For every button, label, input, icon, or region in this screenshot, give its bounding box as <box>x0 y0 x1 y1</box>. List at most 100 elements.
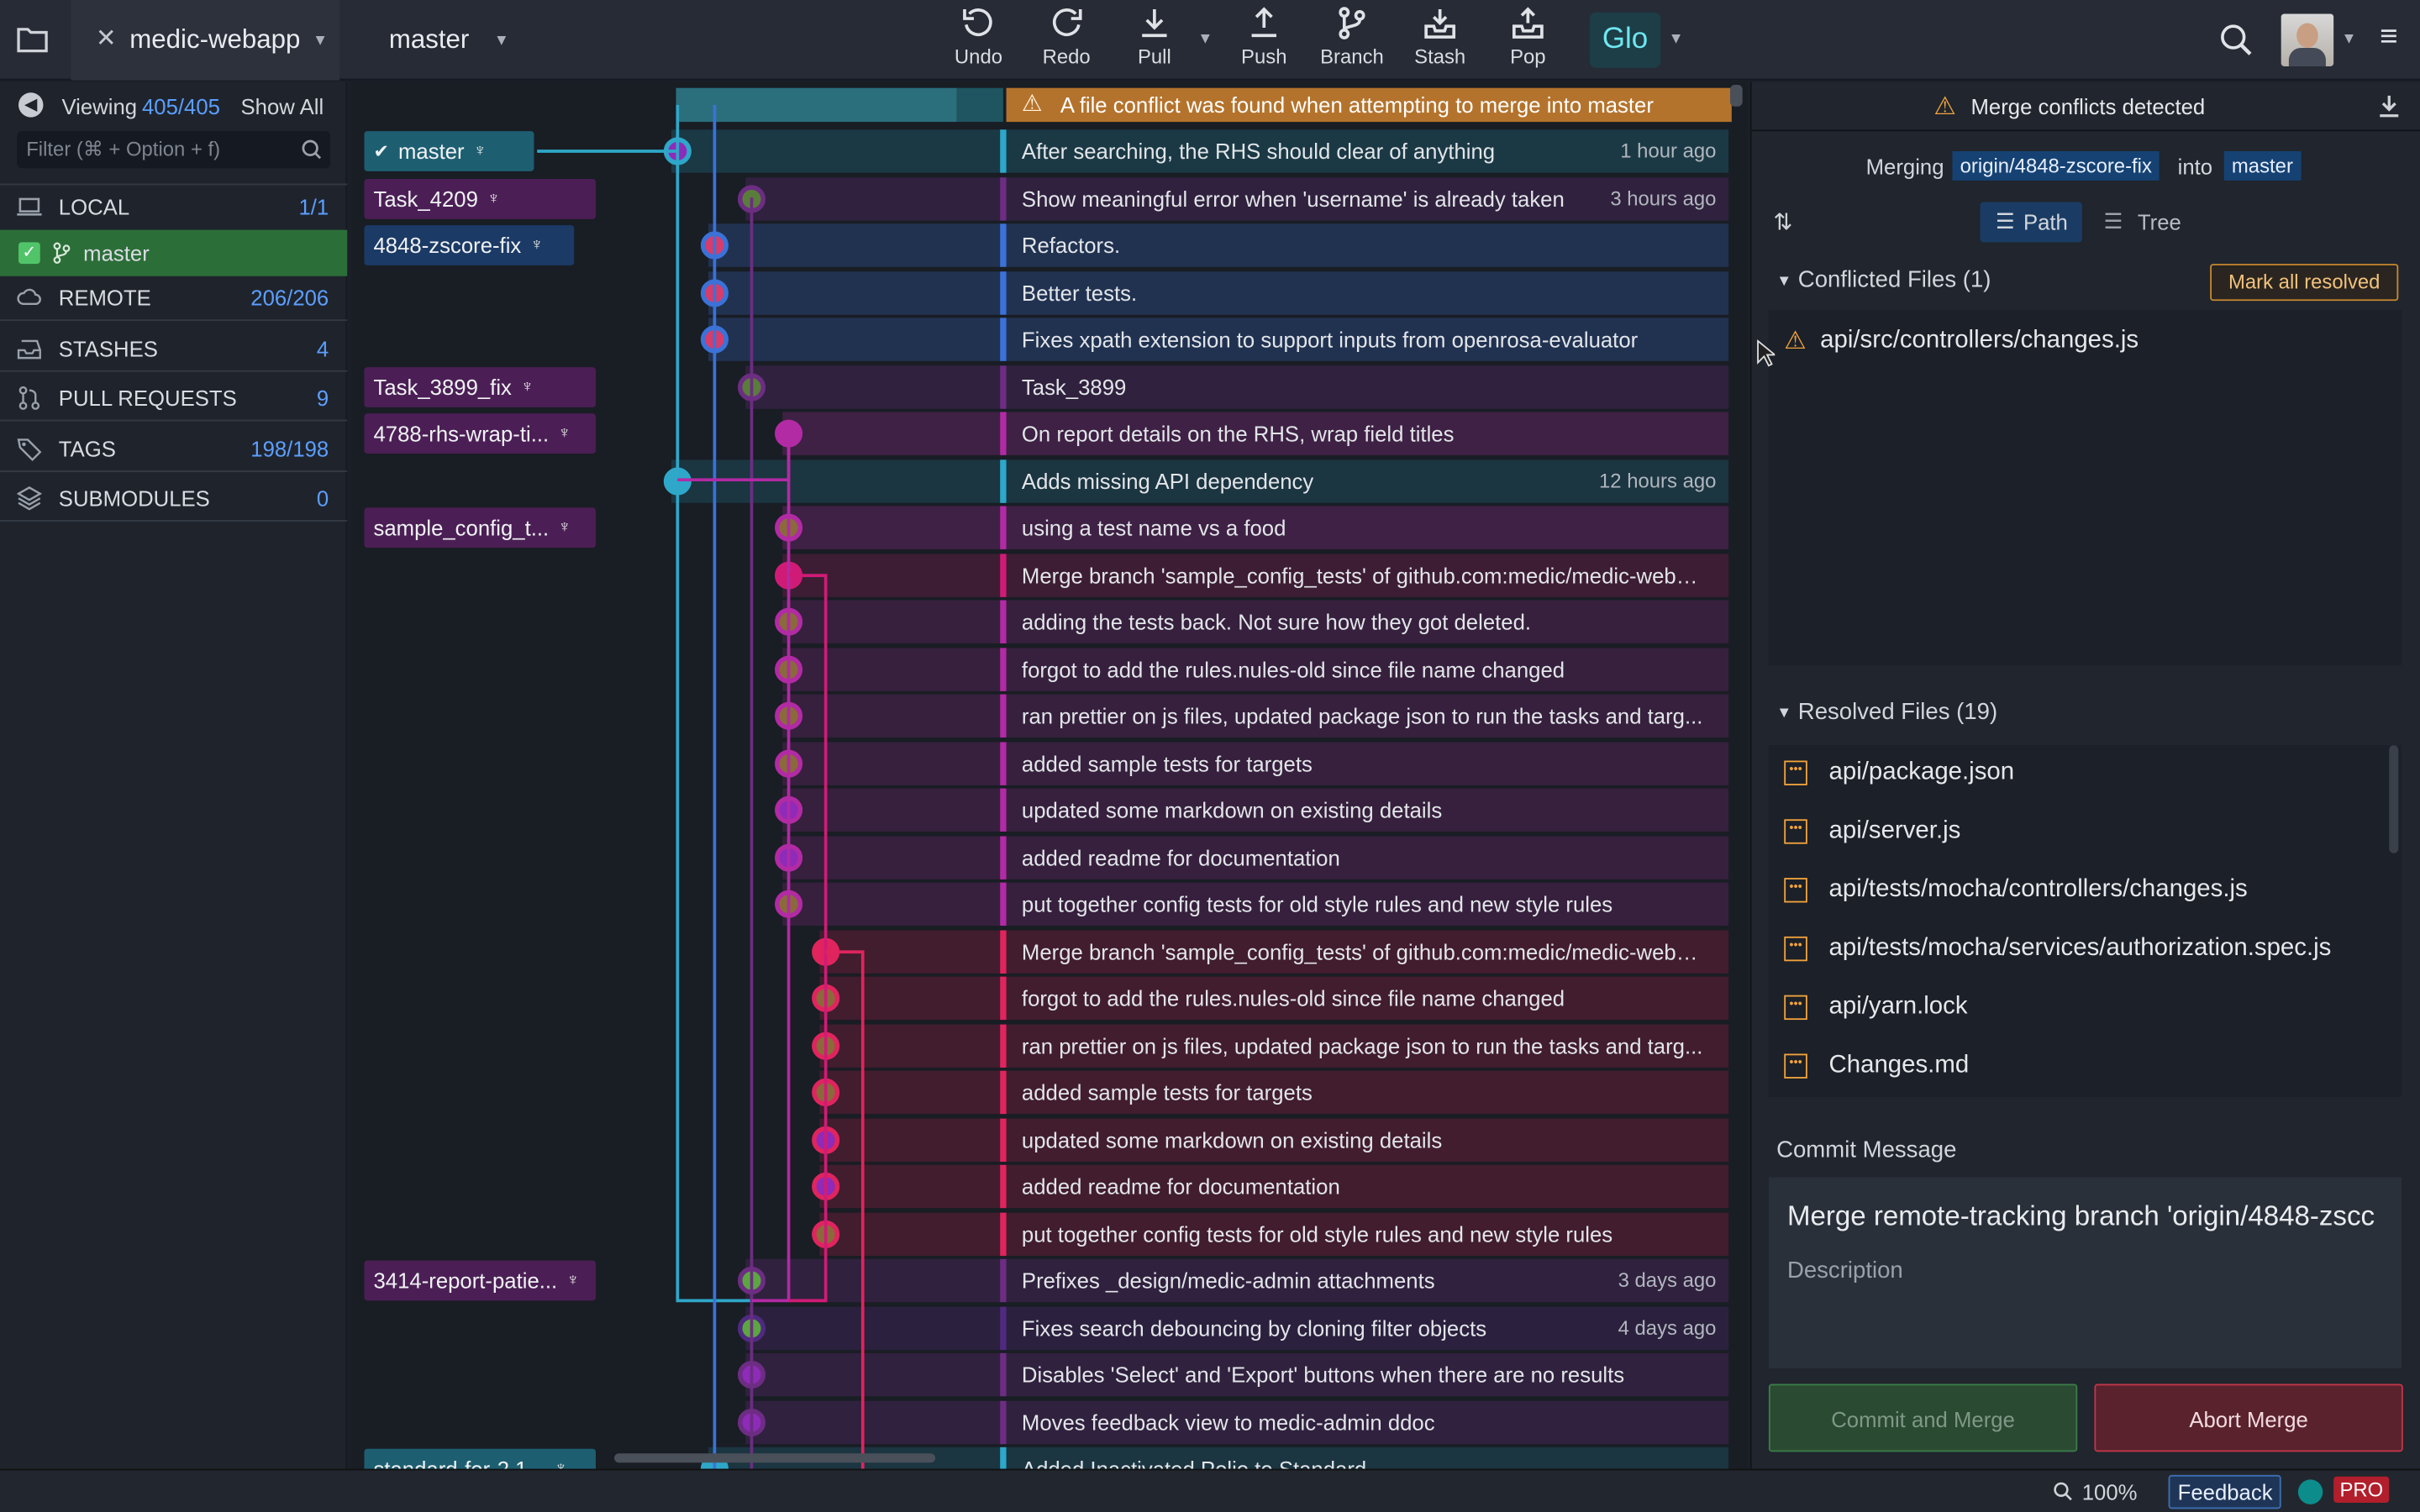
commit-graph[interactable]: ⚠ A file conflict was found when attempt… <box>351 81 1748 1469</box>
table-row[interactable]: Fixes xpath extension to support inputs … <box>352 317 1747 363</box>
list-icon: ☰ <box>2103 207 2123 234</box>
chevron-down-icon[interactable]: ▼ <box>1668 30 1684 48</box>
filter-input[interactable]: Filter (⌘ + Option + f) <box>17 131 331 169</box>
list-item[interactable]: ⚠api/src/controllers/changes.js <box>1784 321 2139 361</box>
table-row[interactable]: forgot to add the rules.nules-old since … <box>352 975 1747 1021</box>
table-row[interactable]: put together config tests for old style … <box>352 1210 1747 1257</box>
branch-tab[interactable]: master▼ <box>389 0 509 81</box>
horizontal-scrollbar[interactable] <box>614 1453 936 1463</box>
list-item[interactable]: •••api/tests/mocha/services/authorizatio… <box>1784 929 2331 969</box>
table-row[interactable]: Merge branch 'sample_config_tests' of gi… <box>352 928 1747 974</box>
table-row[interactable]: adding the tests back. Not sure how they… <box>352 599 1747 645</box>
list-item[interactable]: •••api/tests/mocha/controllers/changes.j… <box>1784 870 2248 911</box>
commit-summary-input[interactable]: Merge remote-tracking branch 'origin/484… <box>1786 1200 2375 1231</box>
file-path: api/yarn.lock <box>1828 993 1968 1021</box>
branch-label[interactable]: Task_4209♆ <box>364 178 596 218</box>
commit-and-merge-button[interactable]: Commit and Merge <box>1768 1383 2078 1452</box>
chevron-down-icon[interactable]: ▼ <box>1197 30 1213 48</box>
undo-button[interactable]: Undo <box>934 6 1023 68</box>
sort-icon[interactable]: ⇅ <box>1773 209 1793 237</box>
branch-label[interactable]: Task_3899_fix♆ <box>364 366 596 407</box>
path-view-button[interactable]: ☰Path <box>1980 202 2082 243</box>
show-all-button[interactable]: Show All <box>240 94 324 119</box>
checkbox-icon[interactable]: ✓ <box>18 242 40 265</box>
vertical-scrollbar[interactable] <box>1729 85 1743 107</box>
zoom-level[interactable]: 100% <box>2081 1479 2138 1504</box>
table-row[interactable]: ✔master♆After searching, the RHS should … <box>352 128 1747 174</box>
search-icon[interactable] <box>2217 22 2254 59</box>
table-row[interactable]: Task_3899_fix♆Task_3899 <box>352 364 1747 410</box>
branch-label[interactable]: standard-for-2.1...♆ <box>364 1448 596 1469</box>
file-path: api/server.js <box>1828 817 1961 844</box>
pull-button[interactable]: Pull <box>1110 6 1200 68</box>
table-row[interactable]: Fixes search debouncing by cloning filte… <box>352 1305 1747 1351</box>
repo-tab[interactable] <box>71 0 340 81</box>
conflict-banner[interactable]: ⚠ A file conflict was found when attempt… <box>1006 87 1732 123</box>
table-row[interactable]: 4848-zscore-fix♆Refactors. <box>352 222 1747 268</box>
branch-icon <box>1339 7 1365 39</box>
vertical-scrollbar[interactable] <box>2389 745 2399 853</box>
table-row[interactable]: Moves feedback view to medic-admin ddoc <box>352 1399 1747 1445</box>
back-icon[interactable]: ◀ <box>18 92 44 118</box>
table-row[interactable]: Task_4209♆Show meaningful error when 'us… <box>352 175 1747 221</box>
sidebar-item-master[interactable]: ✓master <box>0 229 348 276</box>
tree-view-button[interactable]: ☰Tree <box>2088 202 2206 243</box>
table-row[interactable]: added readme for documentation <box>352 834 1747 880</box>
chevron-down-icon[interactable]: ▼ <box>1776 273 1792 291</box>
branch-label[interactable]: 4848-zscore-fix♆ <box>364 225 575 265</box>
file-icon: ••• <box>1784 878 1807 903</box>
table-row[interactable]: added sample tests for targets <box>352 1069 1747 1116</box>
branch-button[interactable]: Branch <box>1307 6 1397 68</box>
mark-all-resolved-button[interactable]: Mark all resolved <box>2210 264 2399 302</box>
list-item[interactable]: •••api/server.js <box>1784 811 1960 852</box>
avatar[interactable] <box>2281 13 2334 66</box>
chevron-down-icon[interactable]: ▼ <box>1776 705 1792 722</box>
branch-label[interactable]: 4788-rhs-wrap-ti...♆ <box>364 413 596 454</box>
table-row[interactable]: added readme for documentation <box>352 1163 1747 1210</box>
branch-name: Task_3899_fix <box>373 374 512 399</box>
push-button[interactable]: Push <box>1219 6 1309 68</box>
table-row[interactable]: 4788-rhs-wrap-ti...♆On report details on… <box>352 411 1747 457</box>
folder-icon[interactable] <box>15 24 49 55</box>
branch-name: sample_config_t... <box>373 515 550 540</box>
table-row[interactable]: updated some markdown on existing detail… <box>352 1116 1747 1163</box>
list-item[interactable]: •••api/package.json <box>1784 753 2014 793</box>
list-item[interactable]: •••api/yarn.lock <box>1784 988 1968 1028</box>
feedback-button[interactable]: Feedback <box>2168 1474 2282 1509</box>
resolved-files-title: Resolved Files (19) <box>1797 699 1998 726</box>
chevron-down-icon[interactable]: ▼ <box>2341 30 2357 48</box>
branch-lane <box>782 553 1729 596</box>
chevron-down-icon[interactable]: ▼ <box>313 31 329 49</box>
commit-message-box[interactable]: Merge remote-tracking branch 'origin/484… <box>1768 1177 2402 1369</box>
repo-name-tab[interactable]: medic-webapp▼ <box>129 0 328 81</box>
table-row[interactable]: ran prettier on js files, updated packag… <box>352 1022 1747 1068</box>
close-icon[interactable]: ✕ <box>95 26 117 53</box>
redo-button[interactable]: Redo <box>1022 6 1112 68</box>
table-row[interactable]: ran prettier on js files, updated packag… <box>352 693 1747 739</box>
abort-merge-button[interactable]: Abort Merge <box>2094 1383 2403 1452</box>
branch-label[interactable]: 3414-report-patie...♆ <box>364 1260 596 1301</box>
glo-button[interactable]: Glo <box>1589 12 1661 68</box>
description-input[interactable]: Description <box>1786 1257 1903 1284</box>
stash-button[interactable]: Stash <box>1395 6 1485 68</box>
chevron-down-icon[interactable]: ▼ <box>493 31 509 49</box>
branch-label[interactable]: sample_config_t...♆ <box>364 507 596 549</box>
branch-lane <box>782 412 1729 455</box>
table-row[interactable]: added sample tests for targets <box>352 740 1747 786</box>
pro-badge[interactable]: PRO <box>2333 1476 2390 1503</box>
table-row[interactable]: 3414-report-patie...♆Prefixes _design/me… <box>352 1257 1747 1304</box>
download-icon[interactable] <box>2378 94 2400 118</box>
table-row[interactable]: Better tests. <box>352 270 1747 316</box>
branch-label[interactable]: ✔master♆ <box>364 131 534 171</box>
list-item[interactable]: •••Changes.md <box>1784 1046 1969 1086</box>
hamburger-menu-icon[interactable]: ≡ <box>2380 19 2398 55</box>
table-row[interactable]: Disables 'Select' and 'Export' buttons w… <box>352 1352 1747 1398</box>
table-row[interactable]: forgot to add the rules.nules-old since … <box>352 646 1747 692</box>
pop-button[interactable]: Pop <box>1483 6 1573 68</box>
